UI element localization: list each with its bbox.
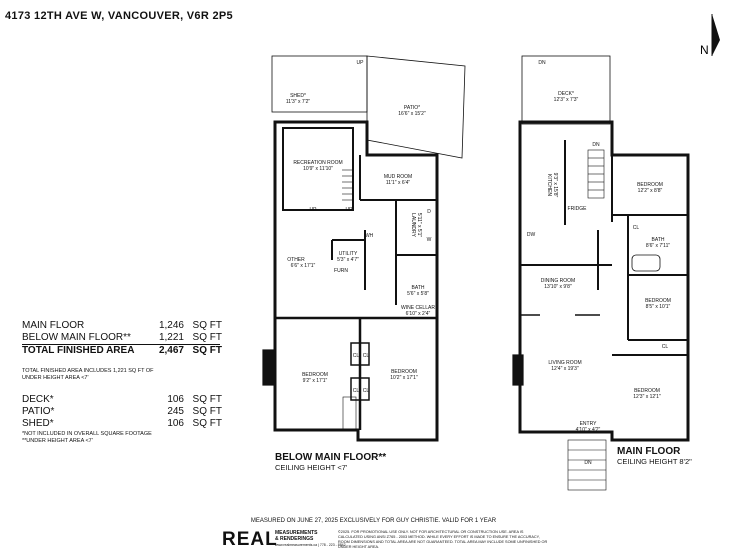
room-bedroom-2: BEDROOM <box>645 298 671 304</box>
svg-text:UP: UP <box>357 60 365 66</box>
svg-text:16'6" x 15'2": 16'6" x 15'2" <box>398 111 426 117</box>
svg-text:CL: CL <box>633 225 640 231</box>
svg-text:12'3" x 12'1": 12'3" x 12'1" <box>633 394 661 400</box>
room-patio: PATIO* <box>404 105 420 111</box>
svg-text:10'2" x 17'1": 10'2" x 17'1" <box>390 375 418 381</box>
svg-text:9'3" x 15'8": 9'3" x 15'8" <box>552 173 558 198</box>
svg-text:CL: CL <box>662 344 669 350</box>
area-row-total: TOTAL FINISHED AREA 2,467 SQ FT <box>22 345 222 356</box>
area-row-main: MAIN FLOOR 1,246 SQ FT <box>22 320 222 331</box>
room-shed: SHED* <box>290 93 306 99</box>
below-outline <box>273 120 439 442</box>
room-bath: BATH <box>412 285 425 291</box>
total-divider <box>22 344 220 345</box>
svg-text:12'4" x 19'3": 12'4" x 19'3" <box>551 366 579 372</box>
room-deck: DECK* <box>558 91 574 97</box>
svg-text:UP: UP <box>310 207 318 213</box>
svg-text:DW: DW <box>527 232 536 238</box>
patio-outline <box>366 55 466 159</box>
room-utility: UTILITY <box>339 251 358 257</box>
room-bedroom-1: BEDROOM <box>637 182 663 188</box>
room-recreation: RECREATION ROOM <box>293 160 342 166</box>
svg-text:11'1" x 6'4": 11'1" x 6'4" <box>386 180 410 186</box>
svg-text:8'5" x 10'1": 8'5" x 10'1" <box>646 304 671 310</box>
svg-text:FRIDGE: FRIDGE <box>568 206 588 212</box>
main-floor-caption: MAIN FLOOR CEILING HEIGHT 8'2" <box>617 446 692 466</box>
svg-text:5'6" x 5'8": 5'6" x 5'8" <box>407 291 429 297</box>
room-bedroom-3: BEDROOM <box>634 388 660 394</box>
svg-text:FURN: FURN <box>334 268 348 274</box>
room-mud: MUD ROOM <box>384 174 412 180</box>
svg-text:CL: CL <box>363 388 370 394</box>
svg-text:WH: WH <box>365 233 374 239</box>
room-dining: DINING ROOM <box>541 278 575 284</box>
below-main-floor-plan <box>262 55 466 442</box>
main-floor-plan <box>512 55 690 491</box>
area-row-shed: SHED* 106 SQ FT <box>22 418 222 429</box>
svg-text:DN: DN <box>584 460 592 466</box>
listing-title: 4173 12TH AVE W, VANCOUVER, V6R 2P5 <box>5 10 233 22</box>
svg-text:11'3" x 7'2": 11'3" x 7'2" <box>286 99 310 105</box>
total-note: TOTAL FINISHED AREA INCLUDES 1,221 SQ FT… <box>22 368 154 381</box>
svg-text:CL: CL <box>353 388 360 394</box>
room-kitchen: KITCHEN <box>546 174 552 196</box>
room-bedroom-1: BEDROOM <box>302 372 328 378</box>
svg-text:6'10" x 2'4": 6'10" x 2'4" <box>406 311 431 317</box>
svg-text:W: W <box>427 237 432 243</box>
area-row-below: BELOW MAIN FLOOR** 1,221 SQ FT <box>22 332 222 343</box>
svg-text:5'11" x 5'1": 5'11" x 5'1" <box>416 213 422 237</box>
svg-text:DN: DN <box>538 60 546 66</box>
extra-notes: *NOT INCLUDED IN OVERALL SQUARE FOOTAGE … <box>22 431 152 444</box>
svg-text:CL: CL <box>363 353 370 359</box>
logo-subtitle: MEASUREMENTS & RENDERINGS www.realmeasur… <box>275 530 346 547</box>
below-floor-caption: BELOW MAIN FLOOR** CEILING HEIGHT <7' <box>275 452 387 472</box>
svg-text:UP: UP <box>346 207 354 213</box>
svg-text:CL: CL <box>353 353 360 359</box>
room-entry: ENTRY <box>580 421 598 427</box>
svg-text:D: D <box>427 209 431 215</box>
area-row-patio: PATIO* 245 SQ FT <box>22 406 222 417</box>
svg-text:9'2" x 17'1": 9'2" x 17'1" <box>303 378 328 384</box>
room-bedroom-2: BEDROOM <box>391 369 417 375</box>
svg-text:13'10" x 9'8": 13'10" x 9'8" <box>544 284 572 290</box>
area-row-deck: DECK* 106 SQ FT <box>22 394 222 405</box>
main-room-labels: DECK* 12'3" x 7'3" KITCHEN 9'3" x 15'8" … <box>527 60 671 466</box>
main-outline <box>518 120 690 442</box>
room-bath: BATH <box>652 237 665 243</box>
recreation-room-walls <box>282 127 354 211</box>
room-living: LIVING ROOM <box>548 360 581 366</box>
svg-text:8'6" x 7'11": 8'6" x 7'11" <box>646 243 670 249</box>
svg-text:12'3" x 7'3": 12'3" x 7'3" <box>554 97 579 103</box>
disclaimer: ©2025. FOR PROMOTIONAL USE ONLY. NOT FOR… <box>338 530 548 549</box>
svg-text:4'10" x 4'2": 4'10" x 4'2" <box>576 427 601 433</box>
room-wine-cellar: WINE CELLAR <box>401 305 435 311</box>
below-room-labels: SHED* 11'3" x 7'2" PATIO* 16'6" x 15'2" … <box>286 60 435 394</box>
svg-text:12'2" x 8'8": 12'2" x 8'8" <box>638 188 663 194</box>
svg-text:6'6" x 17'1": 6'6" x 17'1" <box>291 263 316 269</box>
measured-note: MEASURED ON JUNE 27, 2025 EXCLUSIVELY FO… <box>250 518 497 524</box>
svg-text:10'9" x 11'10": 10'9" x 11'10" <box>303 166 333 172</box>
company-logo: REAL <box>222 529 278 550</box>
room-other: OTHER <box>287 257 305 263</box>
deck-outline <box>521 55 611 125</box>
svg-text:5'3" x 4'7": 5'3" x 4'7" <box>337 257 359 263</box>
room-laundry: LAUNDRY <box>410 213 416 237</box>
svg-text:DN: DN <box>592 142 600 148</box>
